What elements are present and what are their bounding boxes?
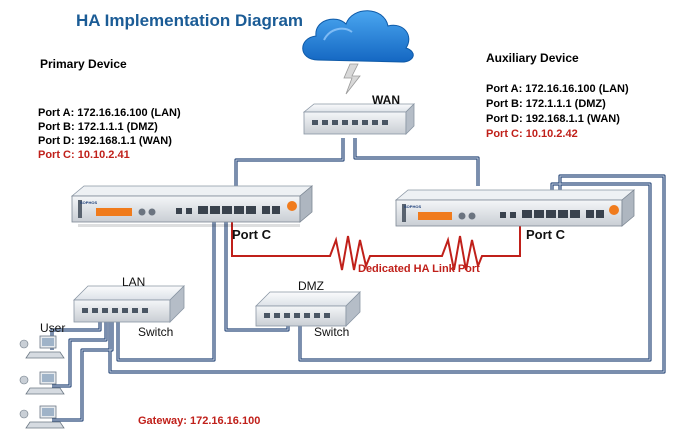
network-cables [50,138,666,422]
primary-appliance-icon [70,185,314,227]
primary-port-c-label: Port C [232,227,271,242]
primary-brand: SOPHOS [80,200,98,205]
wan-label: WAN [372,93,400,107]
auxiliary-port-b: Port B: 172.1.1.1 (DMZ) [486,98,606,110]
dmz-label: DMZ [298,279,324,293]
user-label: User [40,321,66,335]
diagram-title: HA Implementation Diagram [76,11,304,30]
gateway-label: Gateway: 172.16.16.100 [138,415,261,427]
primary-port-a: Port A: 172.16.16.100 (LAN) [38,107,181,119]
lan-label: LAN [122,275,146,289]
user-computer-icon [19,371,65,395]
auxiliary-port-c-label: Port C [526,227,565,242]
primary-port-d: Port D: 192.168.1.1 (WAN) [38,135,172,147]
dmz-switch-label: Switch [314,325,350,339]
ha-link-cable [231,222,521,271]
primary-device-heading: Primary Device [40,57,127,71]
auxiliary-device-heading: Auxiliary Device [486,51,579,65]
user-computer-icon [19,335,65,359]
lightning-icon [343,63,361,95]
lan-switch-icon [73,285,185,323]
auxiliary-brand: SOPHOS [404,204,422,209]
auxiliary-port-a: Port A: 172.16.16.100 (LAN) [486,83,629,95]
primary-port-c: Port C: 10.10.2.41 [38,149,130,161]
auxiliary-port-c: Port C: 10.10.2.42 [486,128,578,140]
ha-link-label: Dedicated HA Link Port [358,263,480,275]
lan-switch-label: Switch [138,325,174,339]
primary-port-b: Port B: 172.1.1.1 (DMZ) [38,121,158,133]
dmz-switch-icon [255,291,361,327]
user-computer-icon [19,405,65,429]
auxiliary-port-d: Port D: 192.168.1.1 (WAN) [486,113,620,125]
wan-switch-icon [302,103,415,135]
auxiliary-appliance-icon [394,189,636,227]
cloud-icon [302,10,414,63]
